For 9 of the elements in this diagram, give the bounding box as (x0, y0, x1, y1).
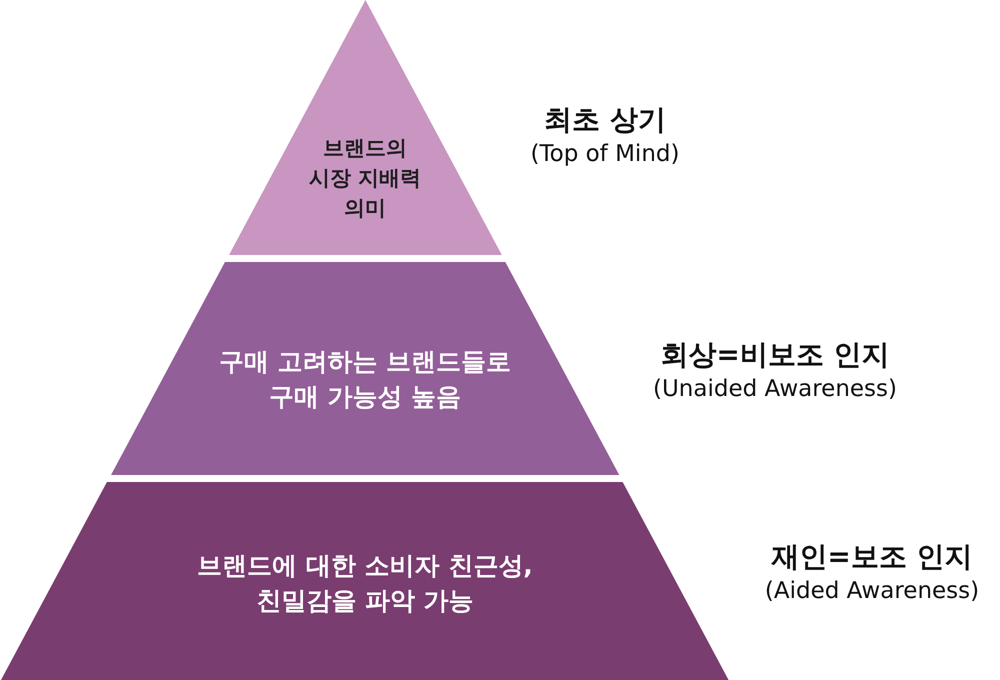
tier-subtitle: (Top of Mind) (530, 141, 680, 167)
tier-description: 구매 고려하는 브랜드들로 구매 가능성 높음 (218, 346, 512, 413)
tier-subtitle: (Unaided Awareness) (652, 376, 897, 402)
tier-subtitle: (Aided Awareness) (764, 578, 980, 604)
tier-description: 브랜드의 시장 지배력 의미 (308, 135, 422, 222)
tier-title: 회상=비보조 인지 (660, 338, 890, 371)
tier-title: 최초 상기 (544, 103, 666, 136)
tier-title: 재인=보조 인지 (771, 540, 973, 573)
tier-description: 브랜드에 대한 소비자 친근성, 친밀감을 파악 가능 (196, 550, 534, 617)
